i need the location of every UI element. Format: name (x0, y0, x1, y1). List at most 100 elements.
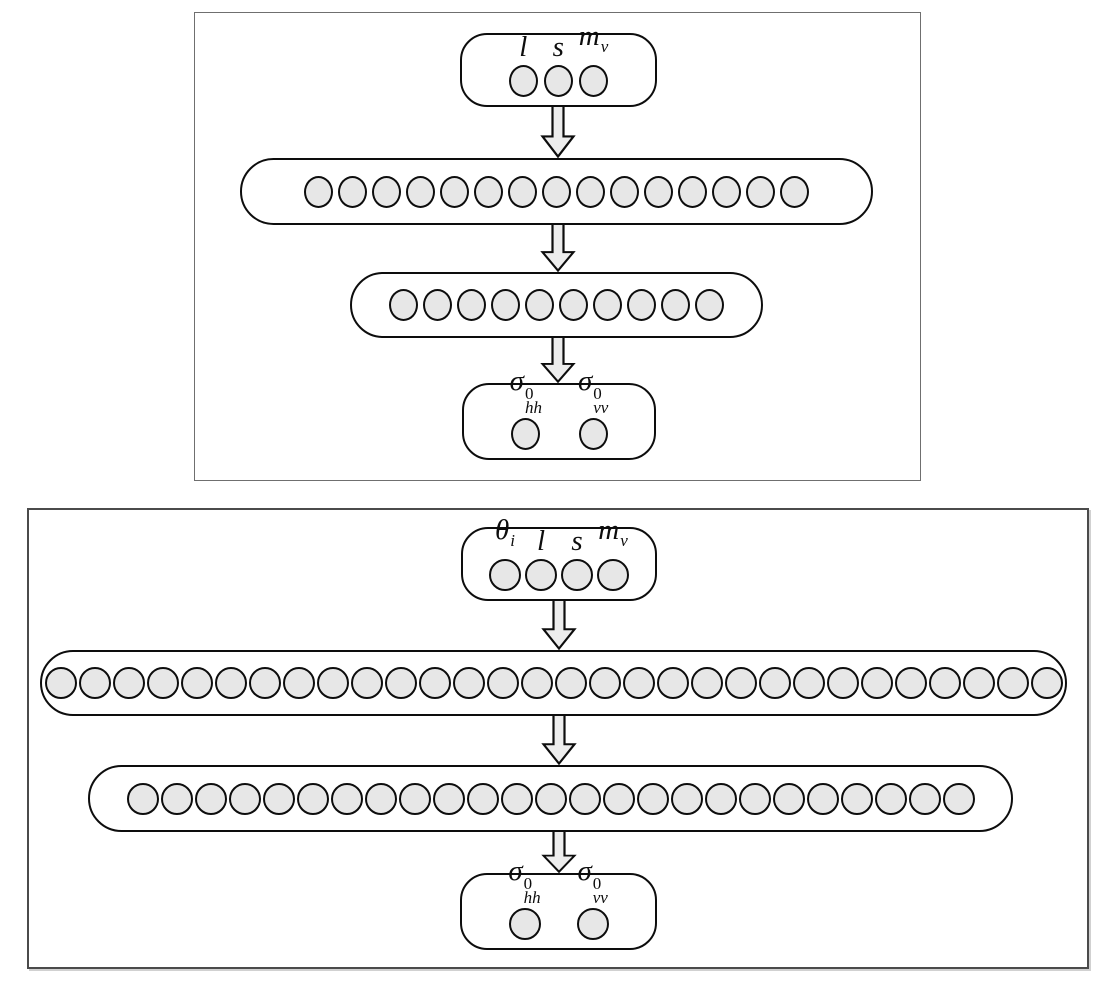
neuron-node (561, 559, 593, 591)
neuron-node (126, 782, 159, 815)
neuron-node (772, 782, 805, 815)
neuron-node (695, 289, 724, 321)
neuron-node (418, 667, 451, 699)
neuron-node (466, 782, 499, 815)
node-label: s (552, 31, 564, 63)
node-label: l (536, 525, 546, 557)
labeled-neuron: s (561, 526, 593, 591)
neuron-node (474, 175, 503, 208)
neuron-node (792, 667, 825, 699)
neuron-node (486, 667, 519, 699)
neuron-node (384, 667, 417, 699)
neuron-node (588, 667, 621, 699)
neuron-node (372, 175, 401, 208)
labeled-neuron: mv (579, 21, 608, 97)
neuron-node (656, 667, 689, 699)
neuron-node (146, 667, 179, 699)
neuron-node (44, 667, 77, 699)
down-arrow-icon (540, 225, 576, 273)
down-arrow-icon (541, 601, 577, 651)
neuron-node (282, 667, 315, 699)
neuron-node (180, 667, 213, 699)
neuron-node (338, 175, 367, 208)
neuron-node (712, 175, 741, 208)
neuron-node (525, 289, 554, 321)
neuron-node (704, 782, 737, 815)
neuron-node (928, 667, 961, 699)
neuron-node (78, 667, 111, 699)
neuron-node (576, 175, 605, 208)
neuron-node (780, 175, 809, 208)
network-a-hidden-layer-1-box (240, 158, 873, 225)
neuron-node (112, 667, 145, 699)
neuron-node (389, 289, 418, 321)
neuron-node (500, 782, 533, 815)
neuron-node (894, 667, 927, 699)
neuron-node (962, 667, 995, 699)
neuron-node (597, 559, 629, 591)
neuron-node (520, 667, 553, 699)
neuron-node (330, 782, 363, 815)
neuron-node (678, 175, 707, 208)
neuron-node (248, 667, 281, 699)
labeled-neuron: θi (489, 515, 521, 591)
node-label: mv (598, 514, 628, 550)
neuron-node (350, 667, 383, 699)
neuron-node (724, 667, 757, 699)
neuron-node (908, 782, 941, 815)
down-arrow-icon (541, 832, 577, 874)
neuron-node (457, 289, 486, 321)
neuron-node (942, 782, 975, 815)
neuron-node (874, 782, 907, 815)
node-label: θi (495, 514, 515, 550)
neuron-node (644, 175, 673, 208)
neuron-node (228, 782, 261, 815)
neuron-node (610, 175, 639, 208)
labeled-neuron: mv (597, 515, 629, 591)
neuron-node (559, 289, 588, 321)
neuron-node (316, 667, 349, 699)
neuron-node (440, 175, 469, 208)
neuron-node (806, 782, 839, 815)
neuron-node (296, 782, 329, 815)
neuron-node (432, 782, 465, 815)
neuron-node (996, 667, 1029, 699)
neuron-node (364, 782, 397, 815)
neuron-node (194, 782, 227, 815)
down-arrow-icon (541, 716, 577, 766)
neuron-node (423, 289, 452, 321)
down-arrow-icon (540, 107, 576, 159)
network-b-hidden-layer-1-box (40, 650, 1067, 716)
node-label: s (571, 525, 583, 557)
neuron-node (452, 667, 485, 699)
labeled-neuron: l (508, 32, 538, 97)
neuron-node (1030, 667, 1063, 699)
neuron-node (406, 175, 435, 208)
neuron-node (576, 908, 609, 940)
neuron-node (489, 559, 521, 591)
labeled-neuron: l (525, 526, 557, 591)
neuron-node (398, 782, 431, 815)
neuron-node (511, 418, 541, 450)
neuron-node (622, 667, 655, 699)
neuron-node (627, 289, 656, 321)
neuron-node (543, 65, 573, 97)
neuron-node (593, 289, 622, 321)
neuron-node (661, 289, 690, 321)
neuron-node (304, 175, 333, 208)
neuron-node (636, 782, 669, 815)
neuron-node (579, 65, 608, 97)
neuron-node (578, 418, 608, 450)
neuron-node (508, 65, 538, 97)
